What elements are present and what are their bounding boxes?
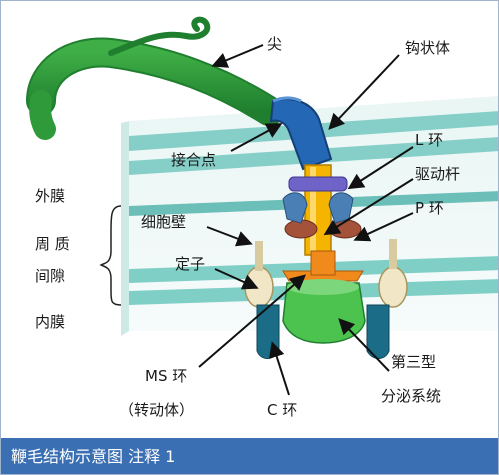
label-inner-membrane: 内膜 <box>35 313 66 331</box>
filament <box>26 16 284 140</box>
label-cell-wall: 细胞壁 <box>141 213 187 231</box>
periplasm-brace <box>99 205 122 306</box>
label-p-ring: P 环 <box>415 199 444 217</box>
label-periplasm-line2: 间隙 <box>35 267 66 285</box>
l-ring <box>288 176 348 192</box>
label-stator: 定子 <box>175 255 206 273</box>
label-hook: 钩状体 <box>405 39 451 57</box>
label-ms-ring: MS 环 <box>145 367 188 385</box>
hook <box>269 96 333 171</box>
label-t3ss-line1: 第三型 <box>391 353 437 371</box>
label-rotor: （转动体） <box>119 401 195 419</box>
label-l-ring: L 环 <box>415 131 444 149</box>
label-tip: 尖 <box>267 35 283 53</box>
figure-caption: 鞭毛结构示意图 注释 1 <box>11 447 176 466</box>
flagellum-diagram <box>26 16 498 396</box>
bushing <box>282 192 354 224</box>
label-drive-rod: 驱动杆 <box>415 165 461 183</box>
label-junction: 接合点 <box>171 151 217 169</box>
leader-lines <box>198 44 414 396</box>
caption-bar: 鞭毛结构示意图 注释 1 <box>1 438 498 474</box>
label-t3ss-line2: 分泌系统 <box>381 387 442 405</box>
label-outer-membrane: 外膜 <box>35 187 66 205</box>
label-c-ring: C 环 <box>267 401 298 419</box>
label-periplasm-line1: 周 质 <box>35 235 70 253</box>
